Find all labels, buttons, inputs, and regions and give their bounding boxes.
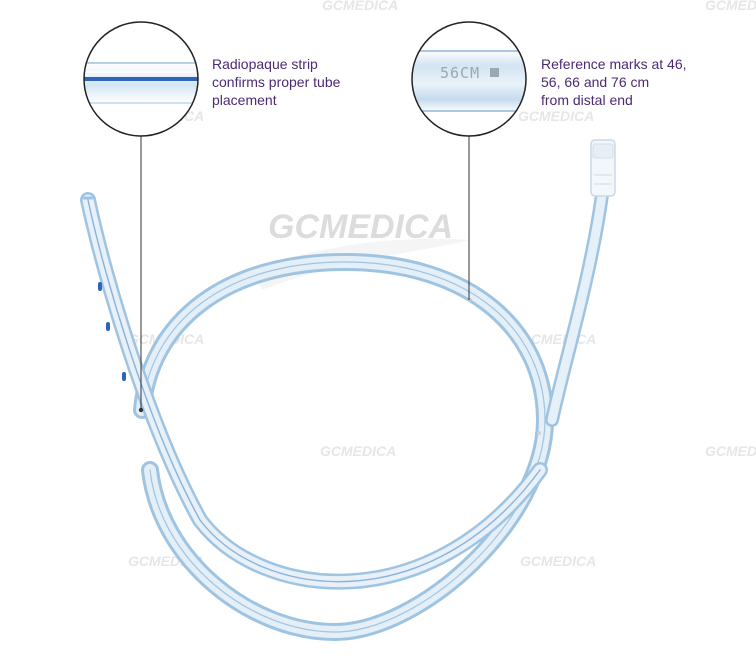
watermark-bottom-right: GCMEDICA — [520, 553, 596, 569]
callout-radiopaque-line-1: Radiopaque strip — [212, 56, 318, 72]
callout-reference-line-3: from distal end — [541, 92, 633, 108]
callout-reference-line-1: Reference marks at 46, — [541, 56, 687, 72]
callout-radiopaque-line-2: confirms proper tube — [212, 74, 341, 90]
catheter-tube — [80, 188, 609, 641]
callout-reference-marks: Reference marks at 46, 56, 66 and 76 cm … — [541, 55, 687, 109]
leader-dot-radiopaque — [138, 407, 144, 413]
callout-radiopaque-strip: Radiopaque strip confirms proper tube pl… — [212, 55, 340, 109]
watermark-lower-center: GCMEDICA — [320, 443, 396, 459]
watermark-top: GCMEDICA — [322, 0, 398, 13]
tube-depth-marking: 56CM — [440, 64, 480, 82]
watermark-center: GCMEDICA — [268, 208, 453, 246]
tube-right-tail-fill — [547, 190, 607, 425]
watermark-lower-right: GCMEDICA — [705, 443, 756, 459]
callout-radiopaque-line-3: placement — [212, 92, 277, 108]
side-hole-2 — [106, 322, 110, 331]
side-hole-1 — [98, 282, 102, 291]
connector — [590, 139, 616, 197]
side-hole-3 — [122, 372, 126, 381]
callout-reference-line-2: 56, 66 and 76 cm — [541, 74, 650, 90]
magnifier-reference-marks: 56CM — [411, 21, 527, 137]
watermark-top-right: GCMEDICA — [705, 0, 756, 13]
magnifier-radiopaque — [83, 21, 199, 137]
watermark-lens-right: GCMEDICA — [518, 108, 594, 124]
reference-mark-dot-2 — [537, 431, 541, 435]
